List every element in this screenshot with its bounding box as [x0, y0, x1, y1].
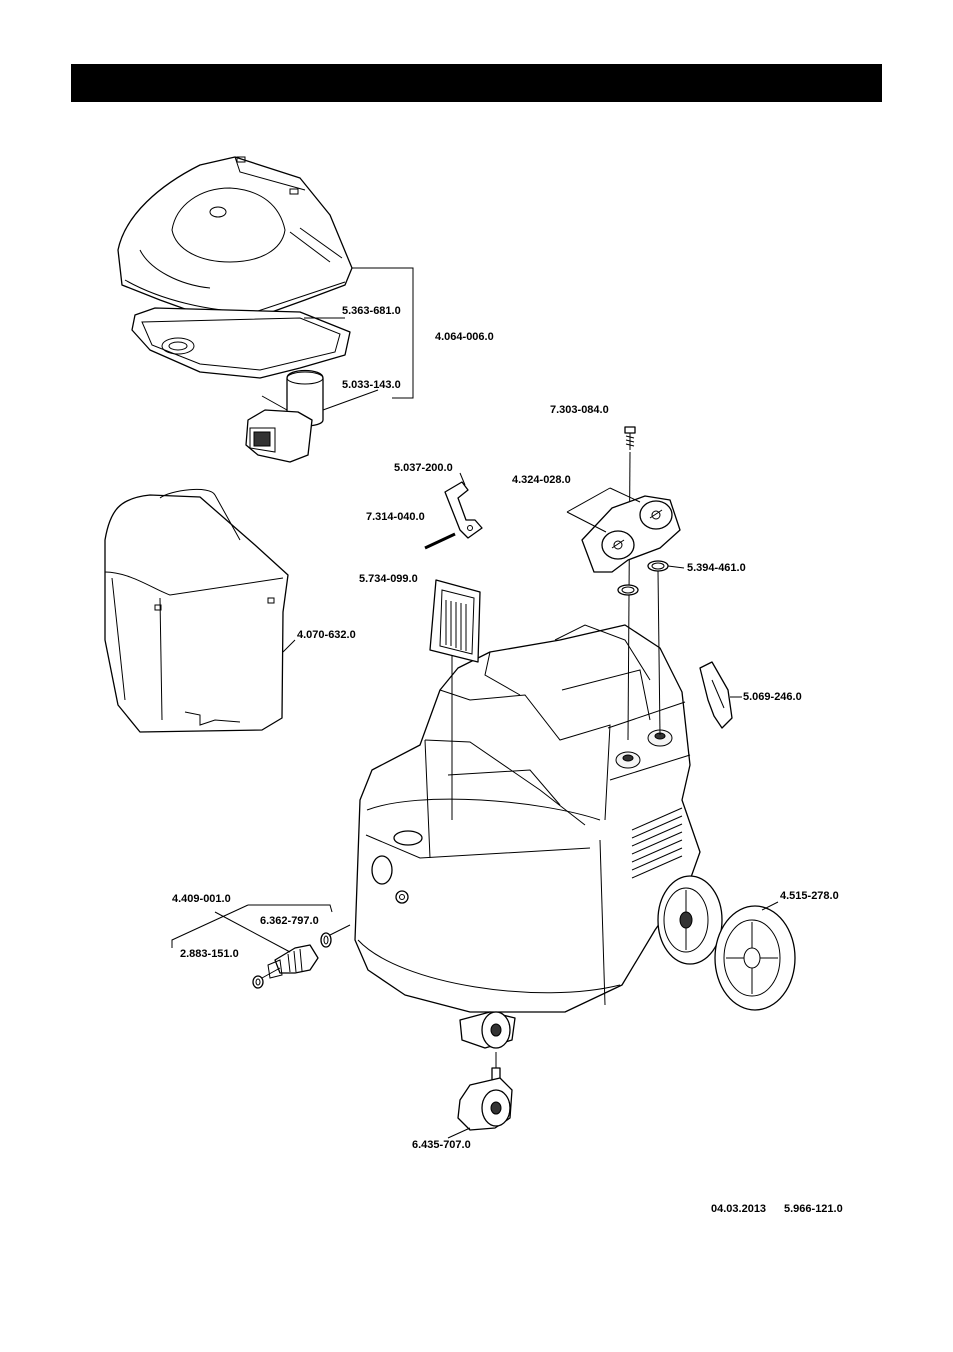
switch-assembly-drawing [582, 496, 680, 572]
label-4324-028: 4.324-028.0 [512, 474, 571, 486]
bracket-drawing [445, 482, 482, 538]
footer-date: 04.03.2013 [711, 1203, 766, 1215]
label-5037-200: 5.037-200.0 [394, 462, 453, 474]
leader-5033 [323, 390, 378, 410]
label-6435-707: 6.435-707.0 [412, 1139, 471, 1151]
o-ring-small-drawing [253, 976, 263, 988]
o-ring-large-drawing [321, 933, 331, 947]
label-2883-151: 2.883-151.0 [180, 948, 239, 960]
pin-drawing [425, 534, 455, 548]
adapter-drawing [268, 945, 318, 978]
lid-drawing [118, 157, 352, 318]
leader-4515 [762, 902, 778, 910]
label-5363-681: 5.363-681.0 [342, 305, 401, 317]
footer-doc-number: 5.966-121.0 [784, 1203, 843, 1215]
label-7303-084: 7.303-084.0 [550, 404, 609, 416]
ring-seals-drawing [618, 561, 668, 595]
leader-5394 [668, 566, 684, 568]
rear-wheel-drawing [658, 876, 795, 1010]
label-4070-632: 4.070-632.0 [297, 629, 356, 641]
screw-drawing [625, 427, 635, 450]
castor-drawing [458, 1052, 512, 1130]
label-7314-040: 7.314-040.0 [366, 511, 425, 523]
leader-4070 [283, 640, 295, 652]
filter-drawing [430, 580, 480, 662]
label-5394-461: 5.394-461.0 [687, 562, 746, 574]
elbow-drawing [246, 371, 323, 463]
label-5734-099: 5.734-099.0 [359, 573, 418, 585]
container-drawing [105, 489, 288, 732]
front-castor-drawing [460, 1012, 515, 1048]
label-4409-001: 4.409-001.0 [172, 893, 231, 905]
label-5069-246: 5.069-246.0 [743, 691, 802, 703]
vacuum-body-drawing [355, 625, 700, 1012]
leader-6362 [330, 925, 350, 935]
flap-drawing [700, 662, 732, 728]
label-4064-006: 4.064-006.0 [435, 331, 494, 343]
label-5033-143: 5.033-143.0 [342, 379, 401, 391]
label-4515-278: 4.515-278.0 [780, 890, 839, 902]
leader-6435 [448, 1128, 470, 1138]
label-6362-797: 6.362-797.0 [260, 915, 319, 927]
